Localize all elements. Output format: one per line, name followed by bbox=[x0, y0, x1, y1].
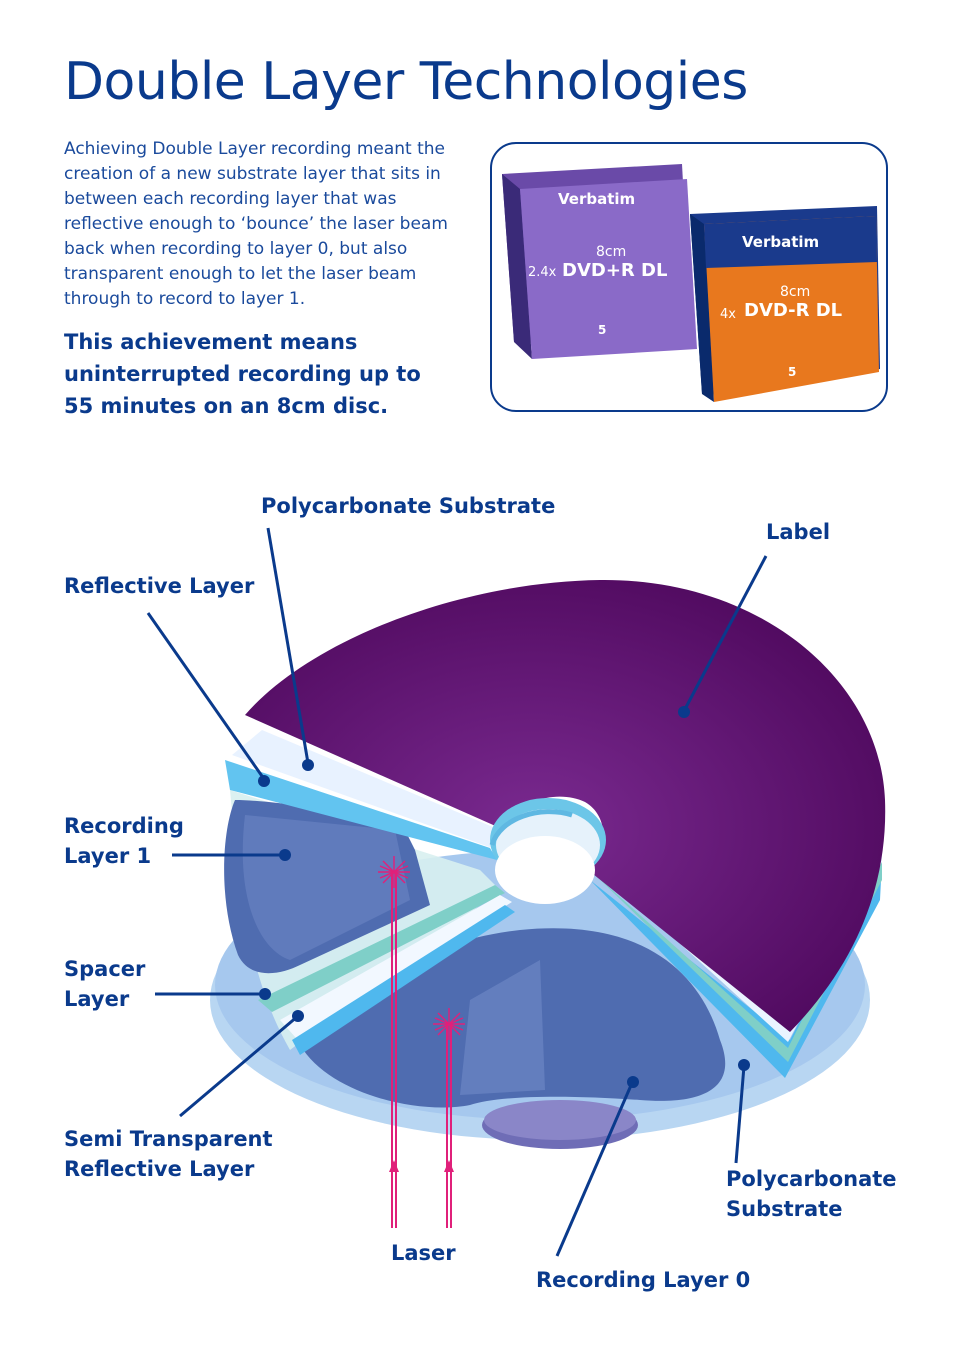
laser-burst-icon bbox=[378, 856, 410, 888]
label-spacer-layer-line2: Layer bbox=[64, 987, 130, 1011]
polycarbonate-top-edge bbox=[232, 730, 500, 848]
label-reflective-layer: Reflective Layer bbox=[64, 574, 255, 598]
page-title: Double Layer Technologies bbox=[64, 52, 748, 112]
label-semi-transparent: Semi Transparent Reflective Layer bbox=[64, 1124, 273, 1184]
label-disc bbox=[245, 579, 886, 1032]
size-text-purple: 8cm bbox=[596, 244, 626, 260]
highlight-statement: This achievement means uninterrupted rec… bbox=[64, 330, 421, 418]
format-text-orange: DVD-R DL bbox=[744, 300, 842, 321]
format-text-purple: DVD+R DL bbox=[562, 260, 667, 281]
semi-transparent-layer-blue-edge bbox=[292, 905, 515, 1055]
label-recording-layer-0: Recording Layer 0 bbox=[536, 1268, 751, 1292]
brand-text-orange: Verbatim bbox=[742, 233, 819, 251]
pack-text-purple: 5 bbox=[598, 323, 606, 337]
label-laser: Laser bbox=[391, 1241, 456, 1265]
leader-lines bbox=[146, 527, 768, 1257]
label-spacer-layer-line1: Spacer bbox=[64, 957, 146, 981]
laser-burst-icon bbox=[433, 1008, 465, 1040]
label-semi-transparent-line2: Reflective Layer bbox=[64, 1157, 255, 1181]
label-semi-transparent-line1: Semi Transparent bbox=[64, 1127, 273, 1151]
pack-text-orange: 5 bbox=[788, 365, 796, 379]
label-recording-layer-1-line1: Recording bbox=[64, 814, 184, 838]
label-spacer-layer: Spacer Layer bbox=[64, 954, 145, 1014]
size-text-orange: 8cm bbox=[780, 284, 810, 300]
product-box-orange: Verbatim 8cm 4x DVD-R DL 5 bbox=[690, 206, 880, 402]
laser-beams bbox=[378, 856, 465, 1228]
speed-text-orange: 4x bbox=[720, 307, 736, 322]
reflective-layer-edge bbox=[225, 760, 497, 860]
product-box-purple: Verbatim 8cm 2.4x DVD+R DL 5 bbox=[502, 164, 697, 359]
leader-dots bbox=[258, 706, 750, 1088]
label-polycarbonate-bottom-line2: Substrate bbox=[726, 1197, 843, 1221]
label-recording-layer-1-line2: Layer 1 bbox=[64, 844, 152, 868]
label-polycarbonate-bottom-line1: Polycarbonate bbox=[726, 1167, 897, 1191]
product-boxes-illustration: Verbatim 8cm 2.4x DVD+R DL 5 Verbatim 8c… bbox=[502, 164, 880, 402]
label-recording-layer-1: Recording Layer 1 bbox=[64, 811, 184, 871]
center-hub bbox=[489, 798, 606, 904]
label-polycarbonate-bottom: Polycarbonate Substrate bbox=[726, 1164, 897, 1224]
speed-text-purple: 2.4x bbox=[528, 265, 557, 280]
disc-layer-diagram bbox=[146, 527, 886, 1257]
intro-paragraph: Achieving Double Layer recording meant t… bbox=[64, 139, 448, 309]
label-label: Label bbox=[766, 520, 831, 544]
product-photo: Verbatim 8cm 2.4x DVD+R DL 5 Verbatim 8c… bbox=[490, 142, 888, 412]
spacer-layer-edge bbox=[258, 885, 505, 1012]
label-polycarbonate-top: Polycarbonate Substrate bbox=[261, 494, 556, 518]
brand-text-purple: Verbatim bbox=[558, 190, 635, 208]
